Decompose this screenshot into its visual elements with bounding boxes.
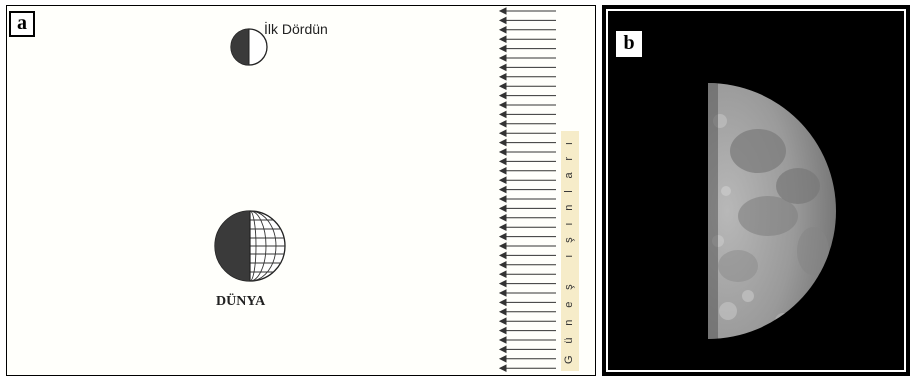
sun-ray-arrowhead [500, 168, 506, 174]
sun-ray-arrowhead [500, 337, 506, 343]
sun-ray-arrowhead [500, 93, 506, 99]
sun-ray-arrowhead [500, 196, 506, 202]
sun-rays [500, 8, 556, 371]
sun-ray-arrowhead [500, 46, 506, 52]
sun-ray-arrowhead [500, 36, 506, 42]
sun-ray-arrowhead [500, 365, 506, 371]
sun-ray-arrowhead [500, 299, 506, 305]
sun-ray-arrowhead [500, 64, 506, 70]
sun-ray-arrowhead [500, 224, 506, 230]
sun-ray-arrowhead [500, 252, 506, 258]
sun-ray-arrowhead [500, 177, 506, 183]
panel-a-label: a [9, 11, 35, 37]
sun-ray-arrowhead [500, 205, 506, 211]
sun-ray-arrowhead [500, 187, 506, 193]
sun-ray-arrowhead [500, 328, 506, 334]
sun-ray-arrowhead [500, 356, 506, 362]
sun-ray-arrowhead [500, 318, 506, 324]
sun-ray-arrowhead [500, 27, 506, 33]
sun-ray-arrowhead [500, 271, 506, 277]
sun-ray-arrowhead [500, 17, 506, 23]
sun-ray-arrowhead [500, 243, 506, 249]
moon-half-icon [231, 29, 267, 65]
sun-ray-arrowhead [500, 215, 506, 221]
sun-ray-arrowhead [500, 290, 506, 296]
sun-ray-arrowhead [500, 346, 506, 352]
earth-label: DÜNYA [216, 294, 265, 310]
sun-ray-arrowhead [500, 55, 506, 61]
moon-phase-label: İlk Dördün [264, 21, 328, 37]
moon-photo [608, 11, 908, 374]
sun-rays-label: Güneş ışınları [563, 130, 575, 364]
sun-ray-arrowhead [500, 83, 506, 89]
sun-ray-arrowhead [500, 281, 506, 287]
panel-b [602, 5, 910, 376]
panel-b-frame [606, 9, 906, 372]
sun-ray-arrowhead [500, 121, 506, 127]
sun-ray-arrowhead [500, 140, 506, 146]
sun-ray-arrowhead [500, 130, 506, 136]
sun-ray-arrowhead [500, 74, 506, 80]
sun-ray-arrowhead [500, 234, 506, 240]
sun-ray-arrowhead [500, 102, 506, 108]
sun-ray-arrowhead [500, 262, 506, 268]
sun-ray-arrowhead [500, 111, 506, 117]
sun-ray-arrowhead [500, 149, 506, 155]
earth-half-icon [215, 211, 290, 281]
sun-ray-arrowhead [500, 8, 506, 14]
sun-ray-arrowhead [500, 309, 506, 315]
sun-ray-arrowhead [500, 158, 506, 164]
panel-b-label: b [616, 31, 642, 57]
